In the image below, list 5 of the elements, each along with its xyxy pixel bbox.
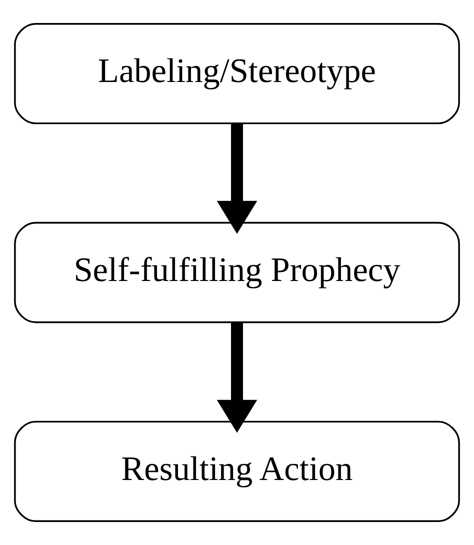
node-box: Labeling/Stereotype bbox=[14, 23, 460, 124]
node-box: Resulting Action bbox=[14, 420, 460, 522]
arrow bbox=[216, 322, 258, 433]
arrow bbox=[216, 124, 258, 234]
node-box: Self-fulfilling Prophecy bbox=[14, 222, 460, 324]
